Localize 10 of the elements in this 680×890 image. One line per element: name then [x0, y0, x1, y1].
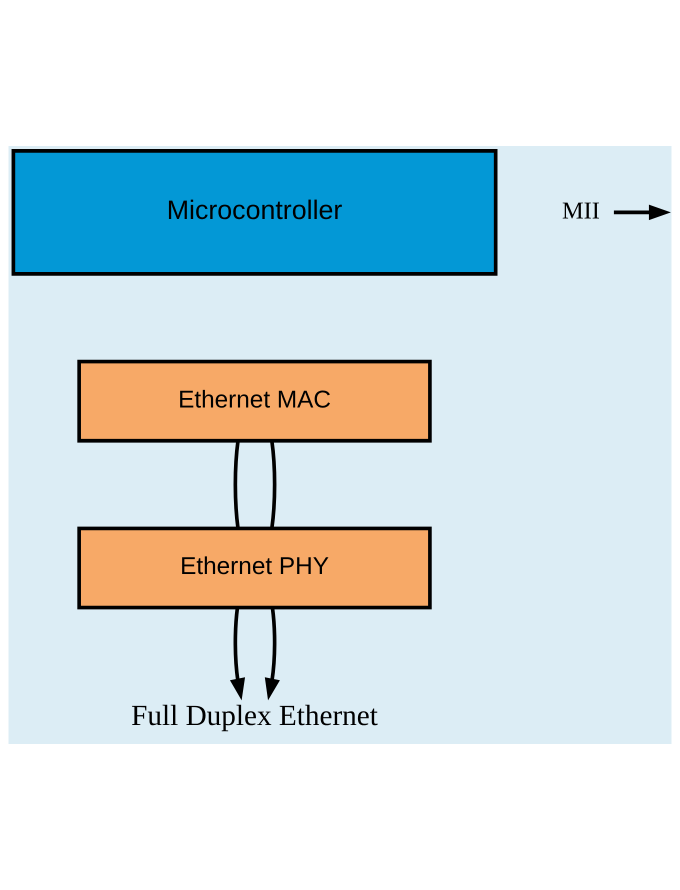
node-text: Full Duplex Ethernet: [131, 700, 378, 732]
node-text: MII: [562, 197, 600, 224]
arrow: [230, 608, 246, 700]
node-box: Microcontroller: [12, 149, 498, 276]
node-box: Ethernet MAC: [77, 360, 432, 443]
node-box: Ethernet PHY: [77, 526, 432, 610]
connector: [234, 440, 240, 528]
arrow: [614, 204, 671, 220]
arrow: [264, 608, 280, 700]
connector: [270, 440, 276, 528]
